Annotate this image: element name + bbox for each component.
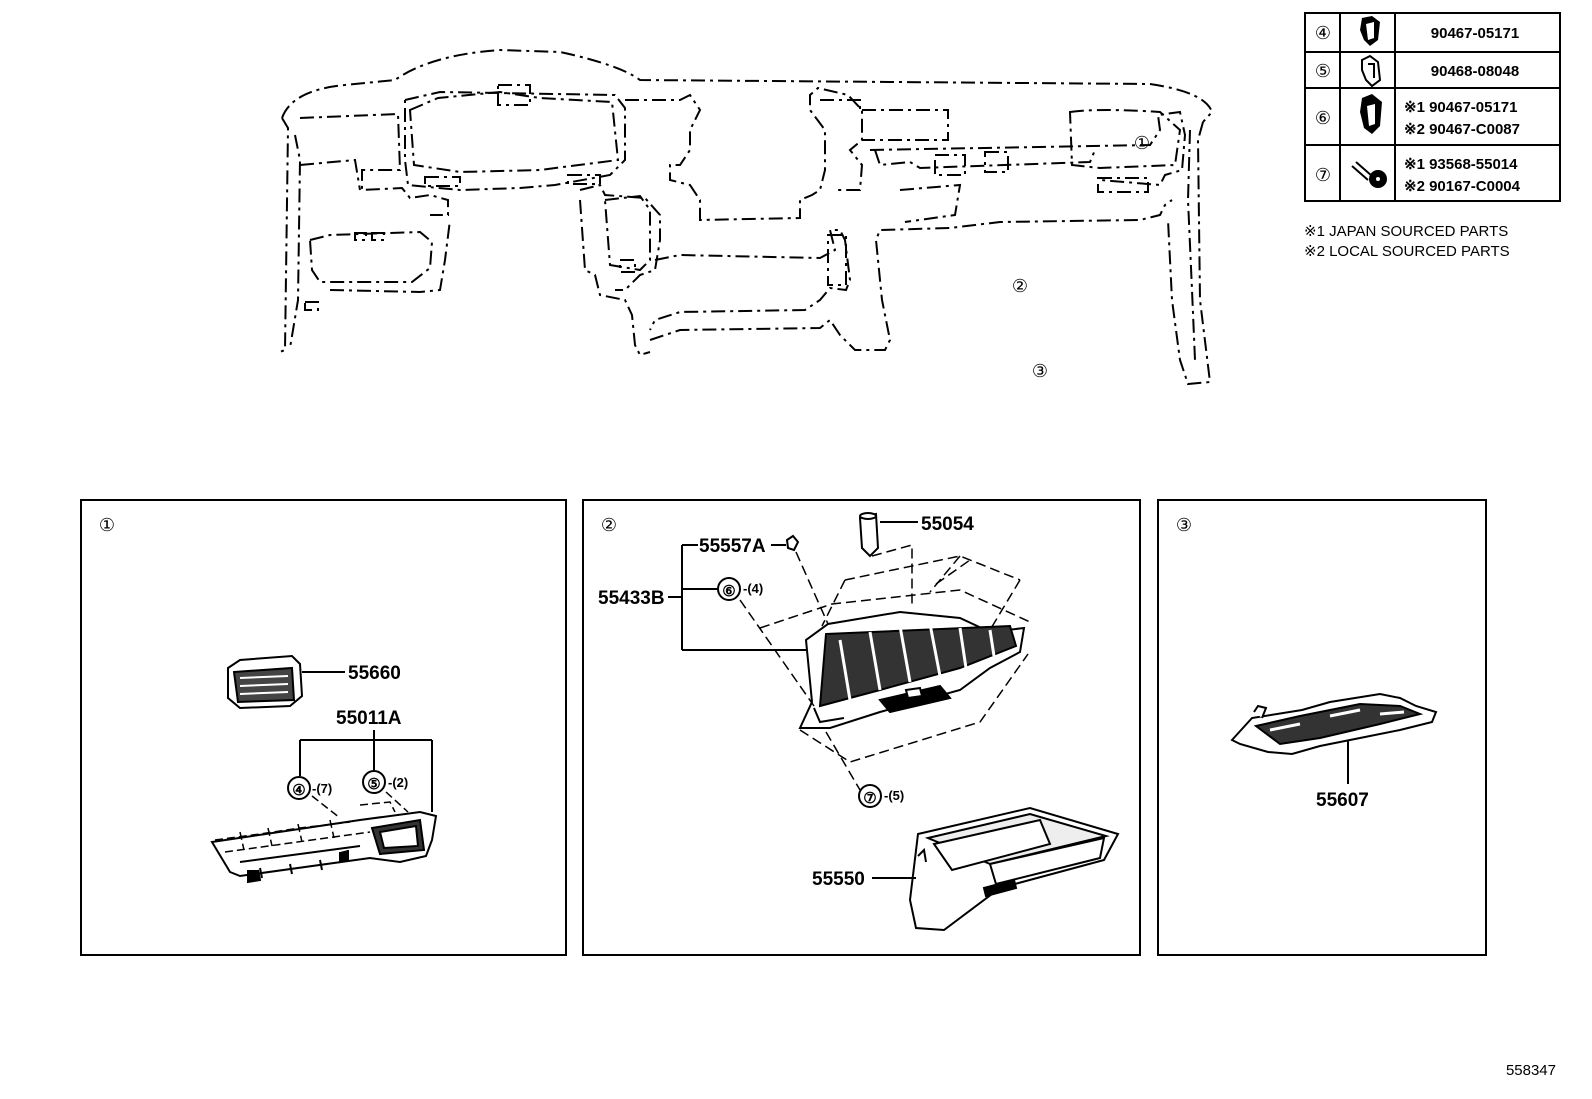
label-panel: 55607	[1316, 790, 1369, 811]
legend-part-7a: ※1 93568-55014	[1404, 156, 1518, 173]
glovebox-assy-leaders	[668, 544, 806, 651]
screw-icon	[1351, 161, 1387, 188]
label-assy: 55433B	[598, 588, 665, 609]
legend-part-6b: ※2 90467-C0087	[1404, 121, 1520, 138]
callout-4-circle	[287, 776, 311, 800]
label-vent: 55660	[348, 663, 401, 684]
label-damper: 55054	[921, 514, 974, 535]
callout-5-circle	[362, 770, 386, 794]
panel-2-frame	[582, 499, 1141, 956]
note-local: ※2 LOCAL SOURCED PARTS	[1304, 243, 1510, 260]
panel-3-frame	[1157, 499, 1487, 956]
screw-part-illustration	[785, 534, 800, 552]
callout-6-circle	[717, 577, 741, 601]
panel-1-frame	[80, 499, 567, 956]
panel-3-marker: ③	[1176, 515, 1192, 536]
garnish-leader-lines	[299, 730, 433, 812]
callout-5: ⑤	[367, 776, 380, 793]
garnish-part-illustration	[210, 810, 438, 884]
glovebox-dashed-guides	[739, 544, 1031, 791]
legend-part-7b: ※2 90167-C0004	[1404, 178, 1521, 195]
legend-part-4: 90467-05171	[1431, 25, 1519, 42]
legend-marker-6: ⑥	[1315, 108, 1331, 129]
clip-icon	[1360, 94, 1382, 134]
overview-marker-1: ①	[1134, 133, 1150, 154]
clip-icon	[1361, 54, 1382, 88]
callout-4: ④	[292, 782, 305, 799]
note-japan: ※1 JAPAN SOURCED PARTS	[1304, 223, 1508, 240]
label-screw: 55557A	[699, 536, 766, 557]
legend-marker-7: ⑦	[1315, 165, 1331, 186]
clip-icon	[1360, 16, 1380, 46]
callout-6-qty: -(4)	[743, 581, 763, 596]
label-door: 55550	[812, 869, 865, 890]
dashboard-overview	[279, 48, 1214, 386]
callout-7: ⑦	[863, 790, 876, 807]
glovebox-housing-illustration	[798, 610, 1026, 729]
callout-7-circle	[858, 784, 882, 808]
legend-table	[1304, 12, 1561, 202]
legend-part-5: 90468-08048	[1431, 63, 1519, 80]
legend-marker-4: ④	[1315, 23, 1331, 44]
legend-part-6a: ※1 90467-05171	[1404, 99, 1518, 116]
callout-7-qty: -(5)	[884, 788, 904, 803]
garnish-dashed-guides	[214, 791, 409, 853]
callout-6: ⑥	[722, 583, 735, 600]
overview-marker-3: ③	[1032, 361, 1048, 382]
overview-marker-2: ②	[1012, 276, 1028, 297]
label-garnish: 55011A	[336, 708, 402, 729]
undercover-panel-illustration	[1230, 692, 1438, 784]
callout-5-qty: -(2)	[388, 775, 408, 790]
legend-marker-5: ⑤	[1315, 61, 1331, 82]
callout-4-qty: -(7)	[312, 781, 332, 796]
diagram-id: 558347	[1506, 1062, 1556, 1079]
vent-part-illustration	[227, 654, 345, 710]
glovebox-door-illustration	[872, 806, 1120, 932]
panel-2-marker: ②	[601, 515, 617, 536]
damper-part-illustration	[858, 512, 918, 558]
panel-1-marker: ①	[99, 515, 115, 536]
